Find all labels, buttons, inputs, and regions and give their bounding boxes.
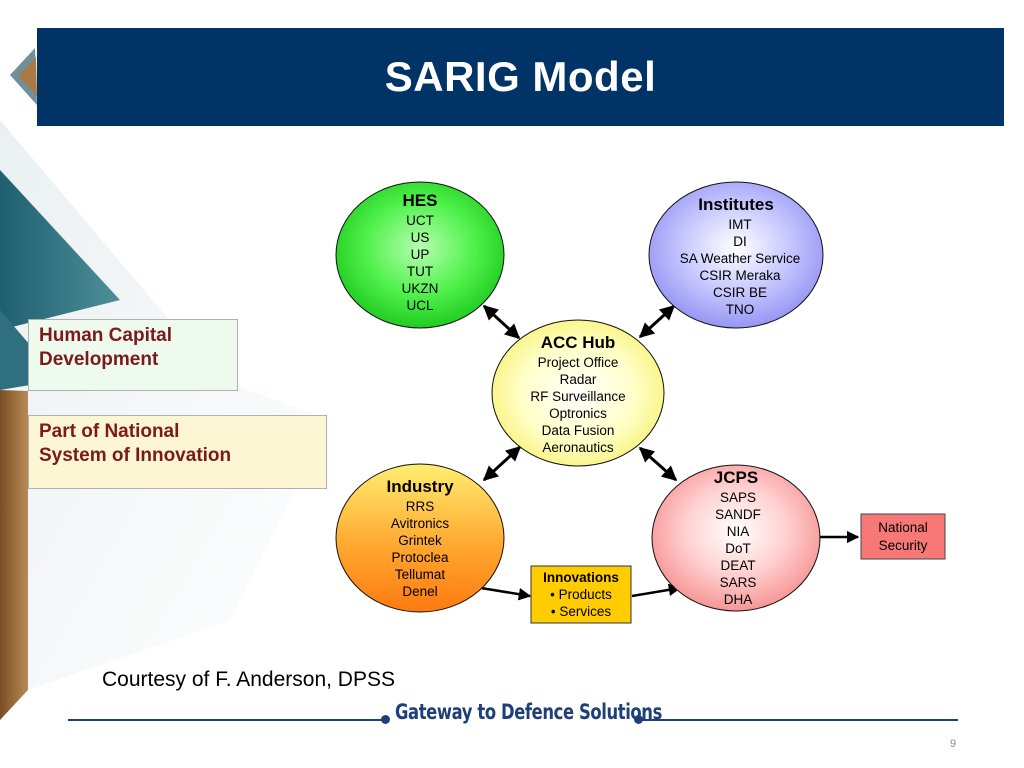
node-industry-item: Denel (402, 584, 437, 599)
background-brown-shape (0, 390, 28, 720)
node-industry (335, 463, 505, 613)
node-hes (335, 181, 505, 329)
node-jcps (651, 464, 821, 612)
node-acc-hub-item: Project Office (538, 355, 619, 370)
node-acc-hub-title: ACC Hub (541, 333, 616, 352)
human-capital-box: Human Capital Development (28, 319, 238, 391)
node-acc-hub-item: Radar (560, 372, 597, 387)
node-jcps-item: DHA (724, 592, 753, 607)
node-industry-title: Industry (386, 477, 454, 496)
credit-text: Courtesy of F. Anderson, DPSS (102, 668, 395, 691)
node-hes-item: UP (411, 247, 430, 262)
node-acc-hub-item: Data Fusion (542, 423, 615, 438)
footer-line-left (68, 719, 383, 721)
node-institutes-item: CSIR BE (713, 285, 767, 300)
page-number: 9 (950, 738, 957, 750)
national-security-line-1: National (878, 520, 928, 535)
footer-dot-right (634, 715, 643, 724)
footer-tagline: Gateway to Defence Solutions (395, 700, 662, 724)
innovations-title: Innovations (543, 570, 619, 585)
title-bar: SARIG Model (37, 28, 1004, 126)
human-capital-line-1: Human Capital (39, 325, 173, 346)
node-institutes-item: CSIR Meraka (699, 268, 781, 283)
node-jcps-item: DEAT (720, 558, 755, 573)
connector-industry-hub (482, 445, 522, 482)
node-institutes-item: DI (733, 234, 747, 249)
national-system-line-1: Part of National (39, 421, 180, 442)
node-jcps-item: SARS (720, 575, 757, 590)
page-title: SARIG Model (384, 53, 657, 100)
node-institutes-title: Institutes (698, 195, 774, 214)
node-acc-hub-item: Aeronautics (542, 440, 614, 455)
node-hes-item: TUT (407, 264, 433, 279)
node-jcps-item: NIA (727, 524, 750, 539)
node-hes-item: UCT (406, 213, 434, 228)
node-institutes-item: TNO (726, 302, 755, 317)
background-diamond-inner (18, 57, 37, 96)
footer-line-right (640, 719, 958, 721)
node-hes-item: UCL (406, 298, 433, 313)
node-industry-item: Tellumat (395, 567, 446, 582)
human-capital-line-2: Development (39, 349, 159, 370)
node-jcps-title: JCPS (714, 468, 758, 487)
node-industry-item: Protoclea (391, 550, 449, 565)
node-hes-item: US (411, 230, 430, 245)
node-jcps-item: SANDF (715, 507, 761, 522)
background-teal-shape (0, 170, 120, 330)
node-acc-hub-item: RF Surveillance (530, 389, 625, 404)
innovations-item: • Services (551, 604, 611, 619)
national-security-line-2: Security (879, 538, 928, 553)
national-security-box (860, 513, 946, 560)
connector-industry-innovations (480, 586, 532, 601)
node-industry-item: RRS (406, 499, 435, 514)
node-institutes-item: IMT (728, 217, 751, 232)
node-jcps-item: SAPS (720, 490, 756, 505)
connector-institutes-hub (638, 304, 676, 339)
national-system-box: Part of National System of Innovation (28, 415, 327, 489)
node-institutes-item: SA Weather Service (680, 251, 801, 266)
footer-dot-left (381, 715, 390, 724)
node-acc-hub-item: Optronics (549, 406, 607, 421)
connector-jcps-hub (638, 446, 678, 482)
innovations-item: • Products (550, 587, 612, 602)
connector-hes-hub (482, 304, 521, 340)
innovations-box (530, 565, 632, 624)
node-hes-title: HES (403, 191, 438, 210)
node-hes-item: UKZN (402, 281, 439, 296)
node-industry-item: Grintek (398, 533, 442, 548)
node-industry-item: Avitronics (391, 516, 450, 531)
connector-innovations-jcps (631, 583, 682, 598)
national-system-line-2: System of Innovation (39, 445, 232, 466)
node-institutes (648, 181, 824, 329)
node-jcps-item: DoT (725, 541, 751, 556)
node-acc-hub (491, 319, 665, 467)
